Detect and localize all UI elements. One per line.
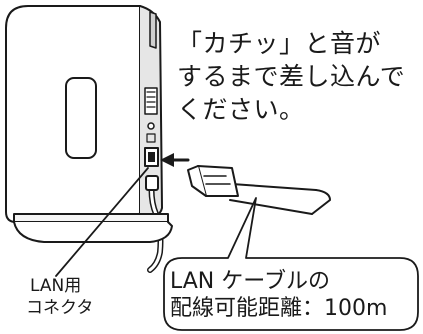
side-usb-slot — [146, 133, 156, 143]
lan-plug-clip — [203, 175, 231, 185]
lan-connector-inner — [148, 152, 155, 162]
cable-label-line-1: LAN ケーブルの — [170, 269, 330, 294]
instruction-line-1: 「カチッ」と音が — [177, 29, 382, 58]
router-front-window — [65, 77, 97, 159]
port-leader-line — [55, 167, 149, 277]
router-stand — [13, 213, 173, 243]
instruction-line-2: するまで差し込んで — [177, 62, 406, 91]
instruction-line-3: ください。 — [177, 95, 305, 124]
router-side-top-vent — [149, 11, 157, 49]
port-label-line-1: LAN用 — [30, 276, 82, 296]
side-port-upper-detail — [146, 91, 156, 108]
lan-plug-tip — [187, 165, 207, 197]
cable-body-bottom — [229, 199, 313, 215]
insertion-arrow — [160, 153, 190, 167]
lan-cable — [187, 165, 331, 215]
arrow-head — [160, 153, 174, 167]
side-indicator — [147, 122, 155, 130]
power-plug — [145, 175, 159, 191]
cable-label-line-2: 配線可能距離：100m — [170, 296, 388, 321]
cable-body-top — [231, 183, 317, 191]
stand-top — [13, 213, 169, 223]
cable-tail — [311, 189, 331, 215]
port-label-line-2: コネクタ — [26, 298, 94, 318]
cable-label-bubble — [163, 197, 419, 331]
